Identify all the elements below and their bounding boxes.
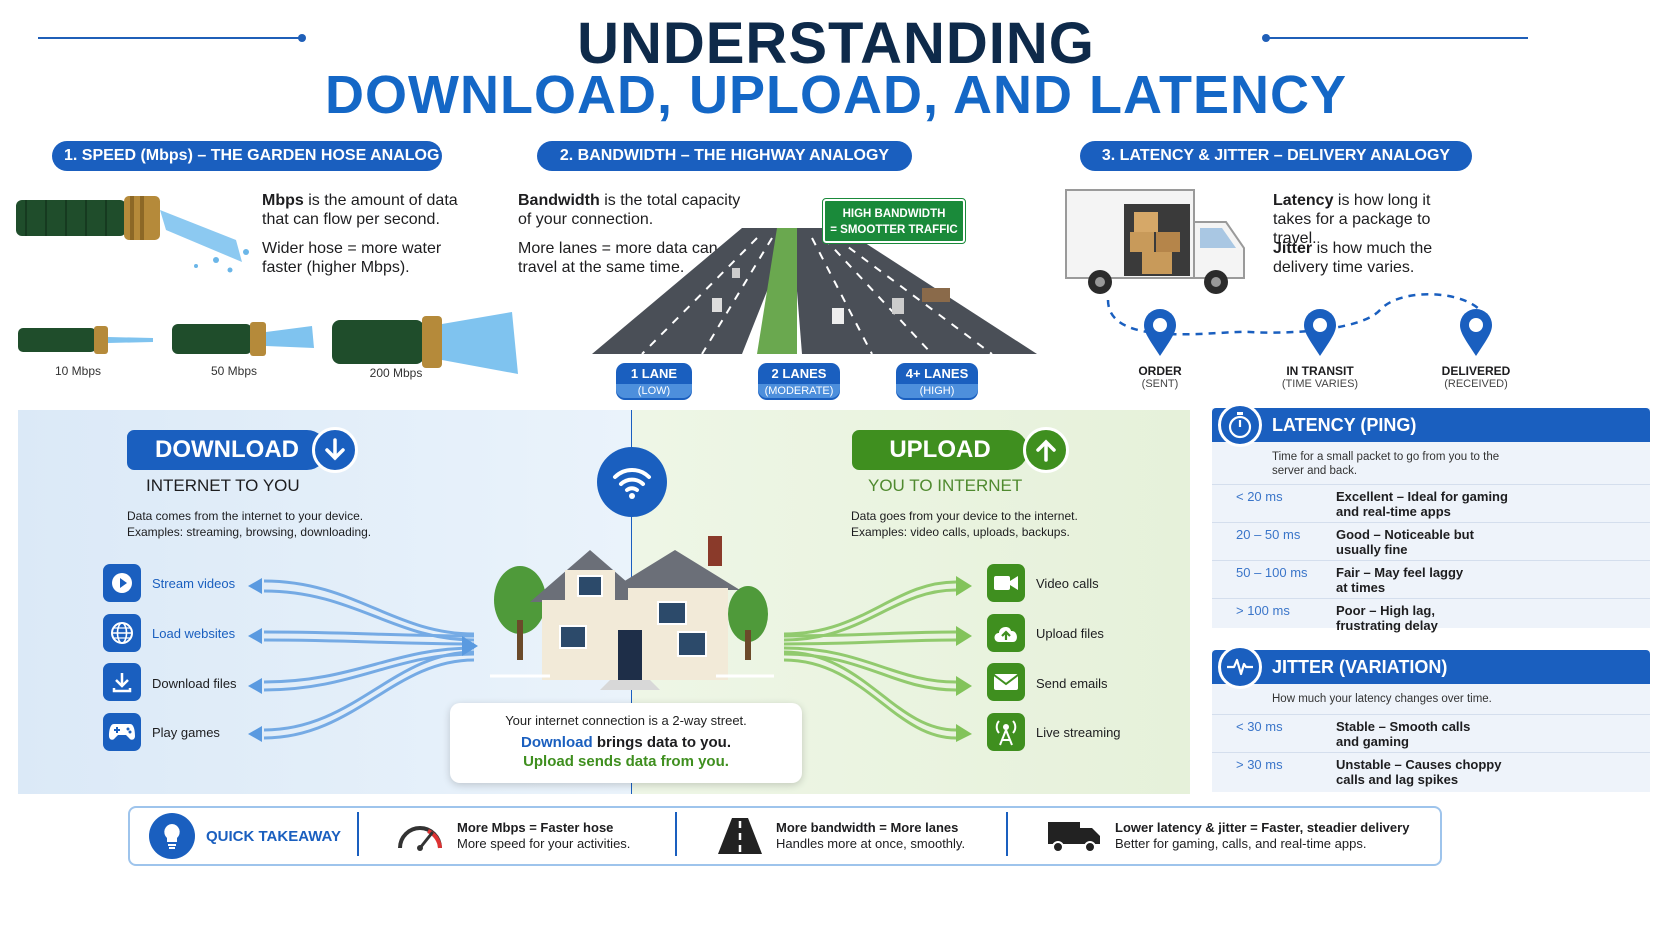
callout-download-line: Download brings data to you.	[520, 734, 731, 751]
speed-text-2: Wider hose = more water faster (higher M…	[262, 240, 442, 276]
stopwatch-icon	[1218, 403, 1262, 447]
truck-icon	[1048, 822, 1100, 853]
download-arrow-icon	[312, 427, 358, 473]
play-icon	[103, 564, 141, 602]
upload-item-emails: Send emails	[1036, 676, 1108, 691]
two-way-callout: Your internet connection is a 2-way stre…	[450, 703, 802, 783]
quick-takeaway-bar	[128, 806, 1442, 866]
hose-200-label: 200 Mbps	[369, 366, 423, 380]
lane-tag-2: 2 LANES(MODERATE)	[758, 363, 840, 400]
latency-text-2: Jitter is how much the delivery time var…	[1273, 240, 1433, 276]
upload-flow-arrows	[784, 576, 972, 742]
jitter-card-title: JITTER (VARIATION)	[1212, 650, 1650, 684]
delivery-truck-illustration	[1065, 189, 1245, 294]
title-rule-left	[38, 37, 302, 39]
takeaway-divider	[357, 812, 359, 856]
upload-desc-2: Examples: video calls, uploads, backups.	[851, 525, 1070, 539]
upload-subtitle: YOU TO INTERNET	[868, 476, 1023, 495]
download-flow-arrows	[248, 578, 478, 742]
latency-text-1: Latency is how long it takes for a packa…	[1273, 192, 1431, 247]
download-desc-2: Examples: streaming, browsing, downloadi…	[127, 525, 372, 539]
takeaway-latency: Lower latency & jitter = Faster, steadie…	[1115, 820, 1410, 851]
upload-item-files: Upload files	[1036, 626, 1104, 641]
highway-sign-line2: = SMOOTTER TRAFFIC	[830, 224, 958, 236]
video-camera-icon	[987, 564, 1025, 602]
stop-delivered-label: DELIVERED(RECEIVED)	[1441, 364, 1511, 390]
title-rule-right	[1266, 37, 1528, 39]
download-file-icon	[103, 663, 141, 701]
wifi-icon	[597, 447, 667, 517]
bandwidth-text-2: More lanes = more data can travel at the…	[518, 240, 718, 276]
callout-line1: Your internet connection is a 2-way stre…	[505, 713, 747, 728]
hose-50-icon	[172, 322, 314, 356]
hose-10-label: 10 Mbps	[54, 364, 102, 378]
broadcast-tower-icon	[987, 713, 1025, 751]
highway-illustration	[592, 228, 1037, 354]
download-desc-1: Data comes from the internet to your dev…	[127, 509, 364, 523]
upload-desc-1: Data goes from your device to the intern…	[851, 509, 1078, 523]
download-badge: DOWNLOAD	[127, 430, 327, 470]
latency-section-pill: 3. LATENCY & JITTER – DELIVERY ANALOGY	[1080, 141, 1472, 171]
highway-sign: HIGH BANDWIDTH = SMOOTTER TRAFFIC	[822, 198, 966, 244]
gamepad-icon	[103, 713, 141, 751]
latency-card-desc: Time for a small packet to go from you t…	[1272, 451, 1500, 477]
latency-card-title: LATENCY (PING)	[1212, 408, 1650, 442]
quick-takeaway-label: QUICK TAKEAWAY	[206, 828, 342, 845]
map-pin-delivered-icon	[1460, 309, 1492, 356]
takeaway-divider	[1006, 812, 1008, 856]
map-pin-transit-icon	[1304, 309, 1336, 356]
upload-badge: UPLOAD	[852, 430, 1028, 470]
download-item-files: Download files	[152, 676, 237, 691]
title-rule-dot-left	[298, 34, 306, 42]
bandwidth-section-pill: 2. BANDWIDTH – THE HIGHWAY ANALOGY	[537, 141, 912, 171]
lane-tag-4: 4+ LANES(HIGH)	[896, 363, 978, 400]
download-item-websites: Load websites	[152, 626, 236, 641]
speed-text-1: Mbps is the amount of data that can flow…	[262, 192, 458, 228]
latency-card: LATENCY (PING) Time for a small packet t…	[1212, 408, 1650, 633]
download-item-stream: Stream videos	[152, 576, 236, 591]
download-subtitle: INTERNET TO YOU	[146, 476, 300, 495]
stop-order-label: ORDER(SENT)	[1138, 364, 1182, 390]
house-illustration	[490, 536, 774, 690]
lane-tag-1: 1 LANE(LOW)	[616, 363, 692, 400]
upload-item-video: Video calls	[1036, 576, 1099, 591]
page-title-line1: UNDERSTANDING	[577, 11, 1095, 76]
pulse-icon	[1218, 645, 1262, 689]
road-icon	[718, 818, 762, 854]
highway-sign-line1: HIGH BANDWIDTH	[842, 208, 946, 220]
hose-50-label: 50 Mbps	[210, 364, 258, 378]
upload-item-streaming: Live streaming	[1036, 725, 1121, 740]
stop-transit-label: IN TRANSIT(TIME VARIES)	[1281, 364, 1359, 390]
garden-hose-illustration	[16, 196, 249, 273]
jitter-card: JITTER (VARIATION) How much your latency…	[1212, 650, 1650, 792]
speed-section-pill: 1. SPEED (Mbps) – THE GARDEN HOSE ANALOG…	[52, 141, 450, 171]
page-title-line2: DOWNLOAD, UPLOAD, AND LATENCY	[325, 65, 1347, 125]
hose-10-icon	[18, 326, 153, 354]
callout-upload-line: Upload sends data from you.	[523, 753, 729, 770]
globe-icon	[103, 614, 141, 652]
map-pin-order-icon	[1144, 309, 1176, 356]
takeaway-divider	[675, 812, 677, 856]
download-item-games: Play games	[152, 725, 220, 740]
hose-200-icon	[332, 312, 518, 374]
jitter-card-desc: How much your latency changes over time.	[1272, 693, 1492, 705]
envelope-icon	[987, 663, 1025, 701]
cloud-upload-icon	[987, 614, 1025, 652]
speedometer-icon	[398, 826, 442, 851]
lightbulb-icon	[149, 813, 195, 859]
upload-arrow-icon	[1023, 427, 1069, 473]
bandwidth-text-1: Bandwidth is the total capacity of your …	[518, 192, 741, 228]
